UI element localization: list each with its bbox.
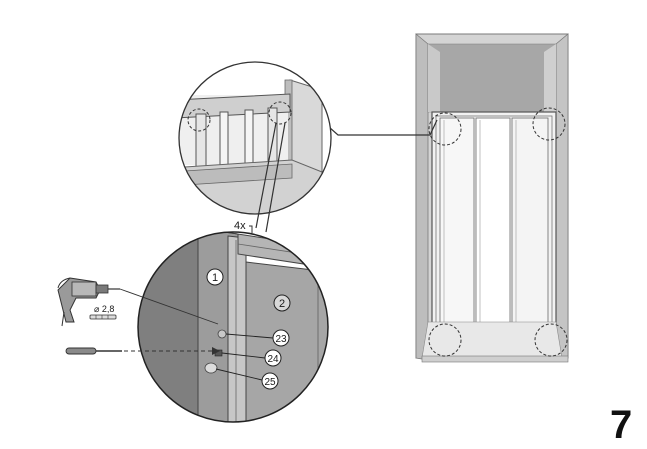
corner-callout-top-right <box>532 107 566 141</box>
part-badge-2: 2 <box>273 294 291 312</box>
arrow-head-icon <box>212 347 220 355</box>
drill-bit-size-label: ⌀ 2,8 <box>94 304 114 314</box>
enclosure-inner-right <box>544 44 556 112</box>
part-badge-1: 1 <box>206 268 224 286</box>
door-panel-middle <box>475 117 511 353</box>
screw-23 <box>217 329 227 339</box>
part-badge-24: 24 <box>221 349 282 367</box>
corner-callout-bottom-left <box>428 323 462 357</box>
enclosure-inner-wall <box>427 43 557 113</box>
enclosure-right-wall <box>555 33 569 361</box>
top-detail-callout-right <box>268 101 292 125</box>
bottom-detail-magnifier: 1 2 23 24 25 <box>137 231 329 423</box>
corner-callout-top-left <box>428 112 462 146</box>
door-panel-left <box>439 117 475 353</box>
step-number: 7 <box>610 403 632 447</box>
screwdriver-icon <box>65 347 122 355</box>
shower-enclosure <box>415 33 569 363</box>
part-badge-25: 25 <box>215 368 279 390</box>
part-badge-23: 23 <box>225 329 290 347</box>
door-panel-right <box>511 117 549 353</box>
callout-leader-line <box>328 119 438 136</box>
drill-direction-line <box>119 288 219 325</box>
svg-text:1: 1 <box>212 272 218 284</box>
enclosure-left-wall <box>415 33 429 361</box>
drill-icon <box>57 277 120 327</box>
svg-text:24: 24 <box>267 354 279 365</box>
cap-25 <box>204 362 218 374</box>
svg-text:25: 25 <box>264 377 276 388</box>
svg-text:2: 2 <box>279 298 285 310</box>
corner-callout-bottom-right <box>534 323 568 357</box>
multiplier-label: 4x <box>234 220 246 232</box>
drill-bit-icon <box>89 314 117 320</box>
top-detail-callout-left <box>187 108 211 132</box>
enclosure-inner-left <box>428 44 440 112</box>
top-detail-magnifier <box>178 61 332 233</box>
svg-text:23: 23 <box>275 334 287 345</box>
